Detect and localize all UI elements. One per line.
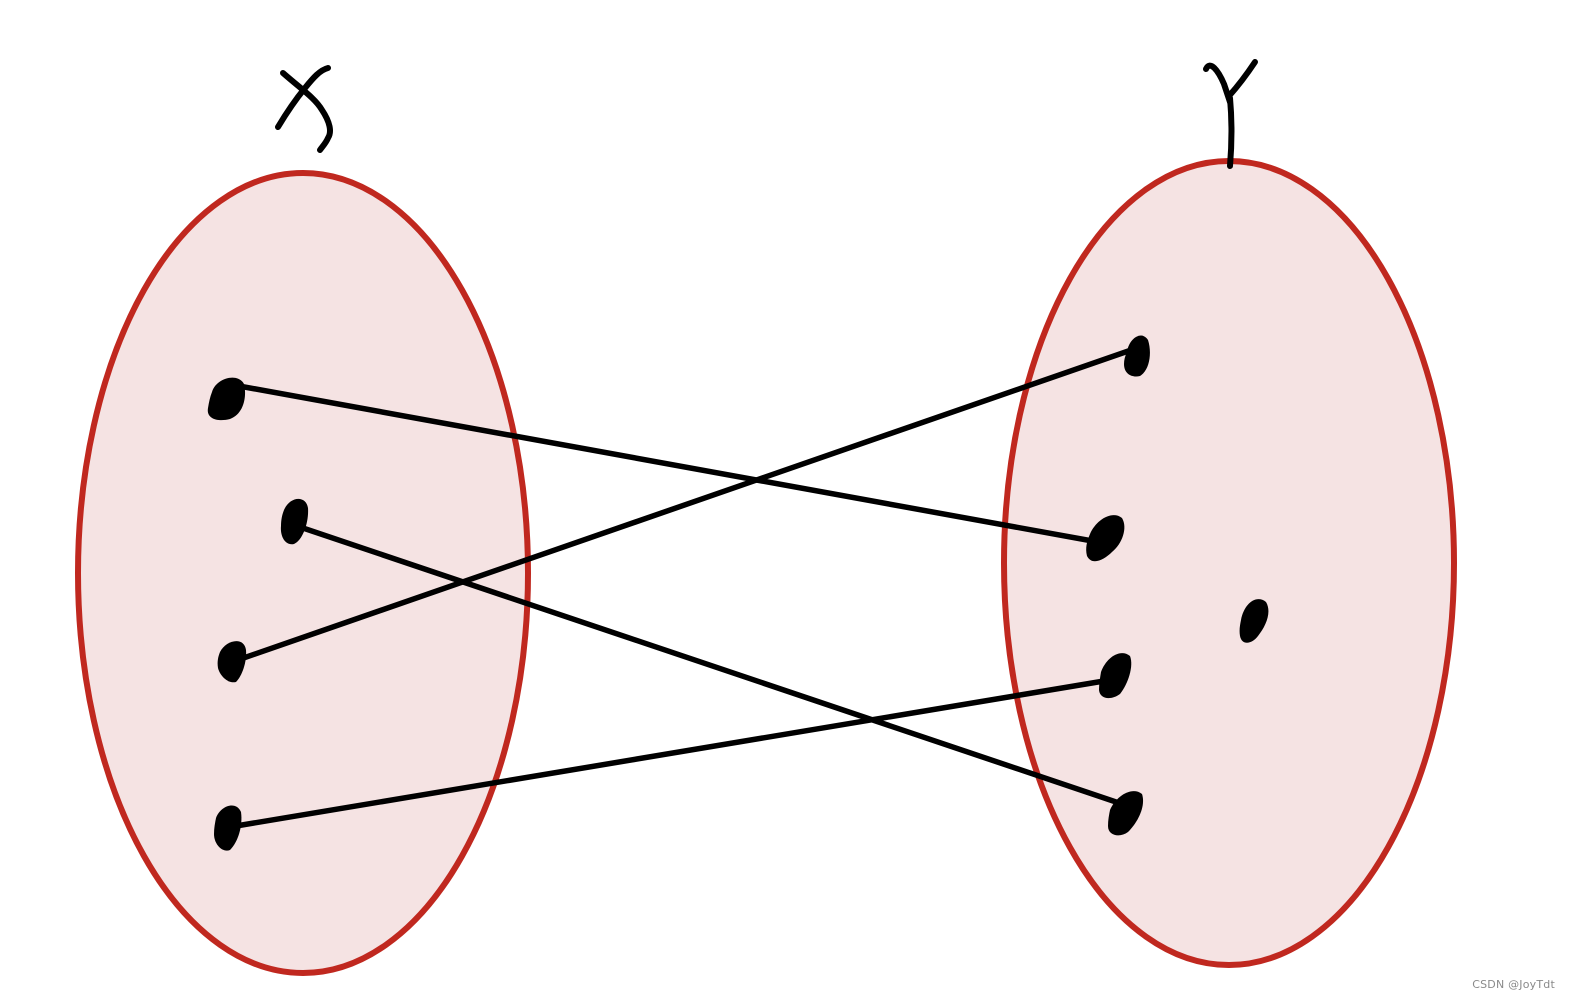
mapping-line-4 [227, 677, 1113, 830]
set-y-ellipse [1001, 158, 1457, 968]
mapping-line-1 [225, 381, 1101, 545]
set-x-label: X [275, 65, 333, 153]
mapping-lines [225, 345, 1140, 830]
domain-point-4 [214, 805, 242, 851]
domain-points [207, 377, 309, 851]
set-x-ellipse [75, 170, 531, 976]
mapping-line-2 [291, 522, 1125, 807]
codomain-points [1086, 335, 1269, 836]
domain-point-1 [207, 377, 246, 421]
set-y-label: Y [1203, 59, 1258, 169]
codomain-point-1 [1124, 335, 1150, 377]
codomain-point-4 [1099, 653, 1132, 699]
codomain-point-3 [1239, 599, 1269, 643]
codomain-point-5 [1108, 791, 1144, 836]
set-y: Y [1001, 59, 1457, 968]
watermark-text: CSDN @JoyTdt [1472, 978, 1555, 991]
domain-point-2 [280, 498, 309, 545]
domain-point-3 [217, 641, 247, 683]
set-x: X [75, 65, 531, 976]
codomain-point-2 [1086, 515, 1125, 562]
mapping-line-3 [229, 345, 1140, 665]
